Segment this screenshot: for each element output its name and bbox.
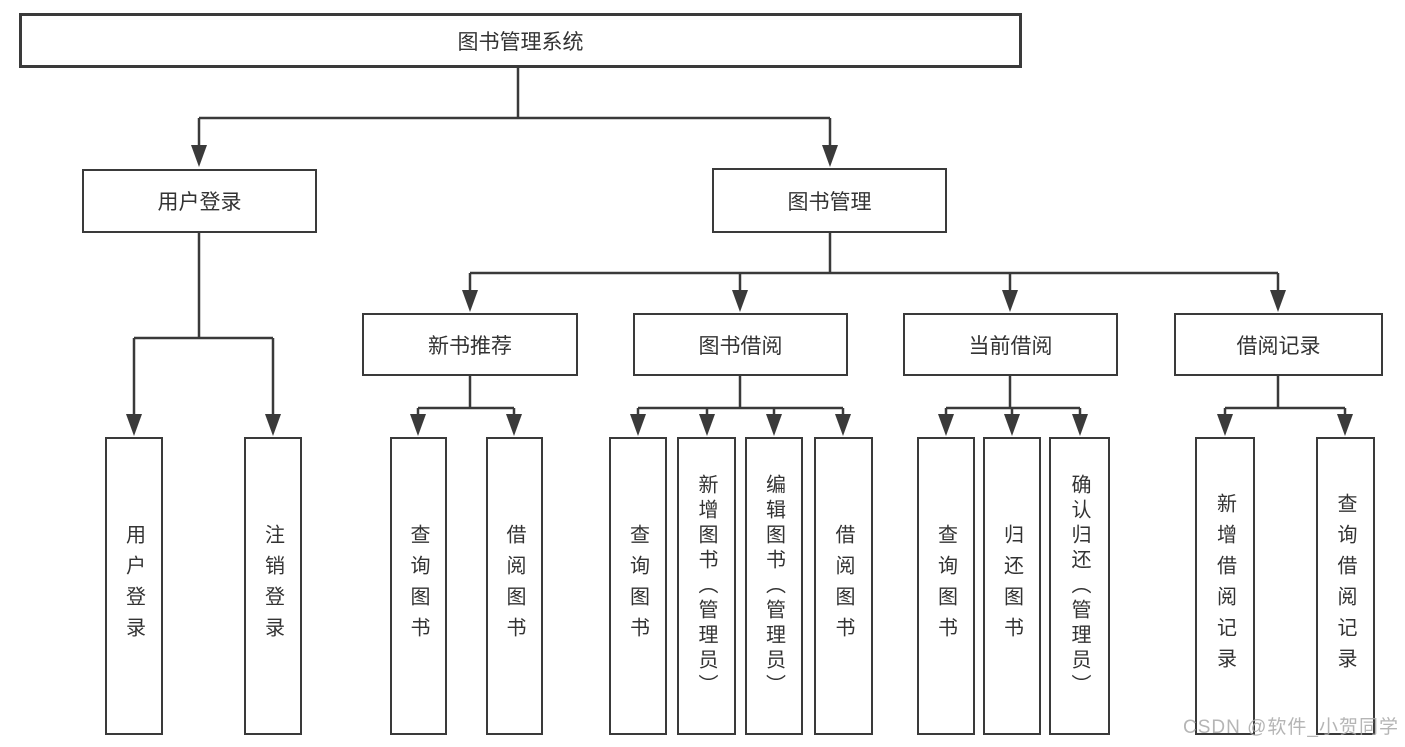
leaf-logout: 注销登录 [244, 437, 302, 735]
arrowhead-down-icon [1270, 290, 1286, 312]
leaf-query-books-borrowing: 查询图书 [609, 437, 667, 735]
csdn-watermark: CSDN @软件_小贺同学 [1183, 717, 1399, 738]
arrowhead-down-icon [835, 414, 851, 436]
arrowhead-down-icon [766, 414, 782, 436]
arrowhead-down-icon [699, 414, 715, 436]
arrowhead-down-icon [630, 414, 646, 436]
arrowhead-down-icon [732, 290, 748, 312]
leaf-edit-book-admin: 编辑图书（管理员） [745, 437, 803, 735]
arrowhead-down-icon [410, 414, 426, 436]
arrowhead-down-icon [1217, 414, 1233, 436]
leaf-add-borrow-record: 新增借阅记录 [1195, 437, 1255, 735]
arrowhead-down-icon [1004, 414, 1020, 436]
leaf-borrow-books-recommend: 借阅图书 [486, 437, 543, 735]
leaf-borrow-books-borrowing: 借阅图书 [814, 437, 873, 735]
arrowhead-down-icon [506, 414, 522, 436]
arrowhead-down-icon [191, 145, 207, 167]
node-borrowing-records: 借阅记录 [1174, 313, 1383, 376]
leaf-query-books-current: 查询图书 [917, 437, 975, 735]
leaf-return-book: 归还图书 [983, 437, 1041, 735]
arrowhead-down-icon [126, 414, 142, 436]
node-book-management: 图书管理 [712, 168, 947, 233]
leaf-confirm-return-admin: 确认归还（管理员） [1049, 437, 1110, 735]
arrowhead-down-icon [265, 414, 281, 436]
arrowhead-down-icon [1072, 414, 1088, 436]
arrowhead-down-icon [1002, 290, 1018, 312]
arrowhead-down-icon [1337, 414, 1353, 436]
leaf-add-book-admin: 新增图书（管理员） [677, 437, 736, 735]
node-user-login: 用户登录 [82, 169, 317, 233]
leaf-query-borrow-record: 查询借阅记录 [1316, 437, 1375, 735]
arrowhead-down-icon [938, 414, 954, 436]
node-new-book-recommendation: 新书推荐 [362, 313, 578, 376]
node-current-borrowing: 当前借阅 [903, 313, 1118, 376]
arrowhead-down-icon [462, 290, 478, 312]
arrowhead-down-icon [822, 145, 838, 167]
leaf-user-login: 用户登录 [105, 437, 163, 735]
node-book-borrowing: 图书借阅 [633, 313, 848, 376]
node-library-management-system: 图书管理系统 [19, 13, 1022, 68]
leaf-query-books-recommend: 查询图书 [390, 437, 447, 735]
